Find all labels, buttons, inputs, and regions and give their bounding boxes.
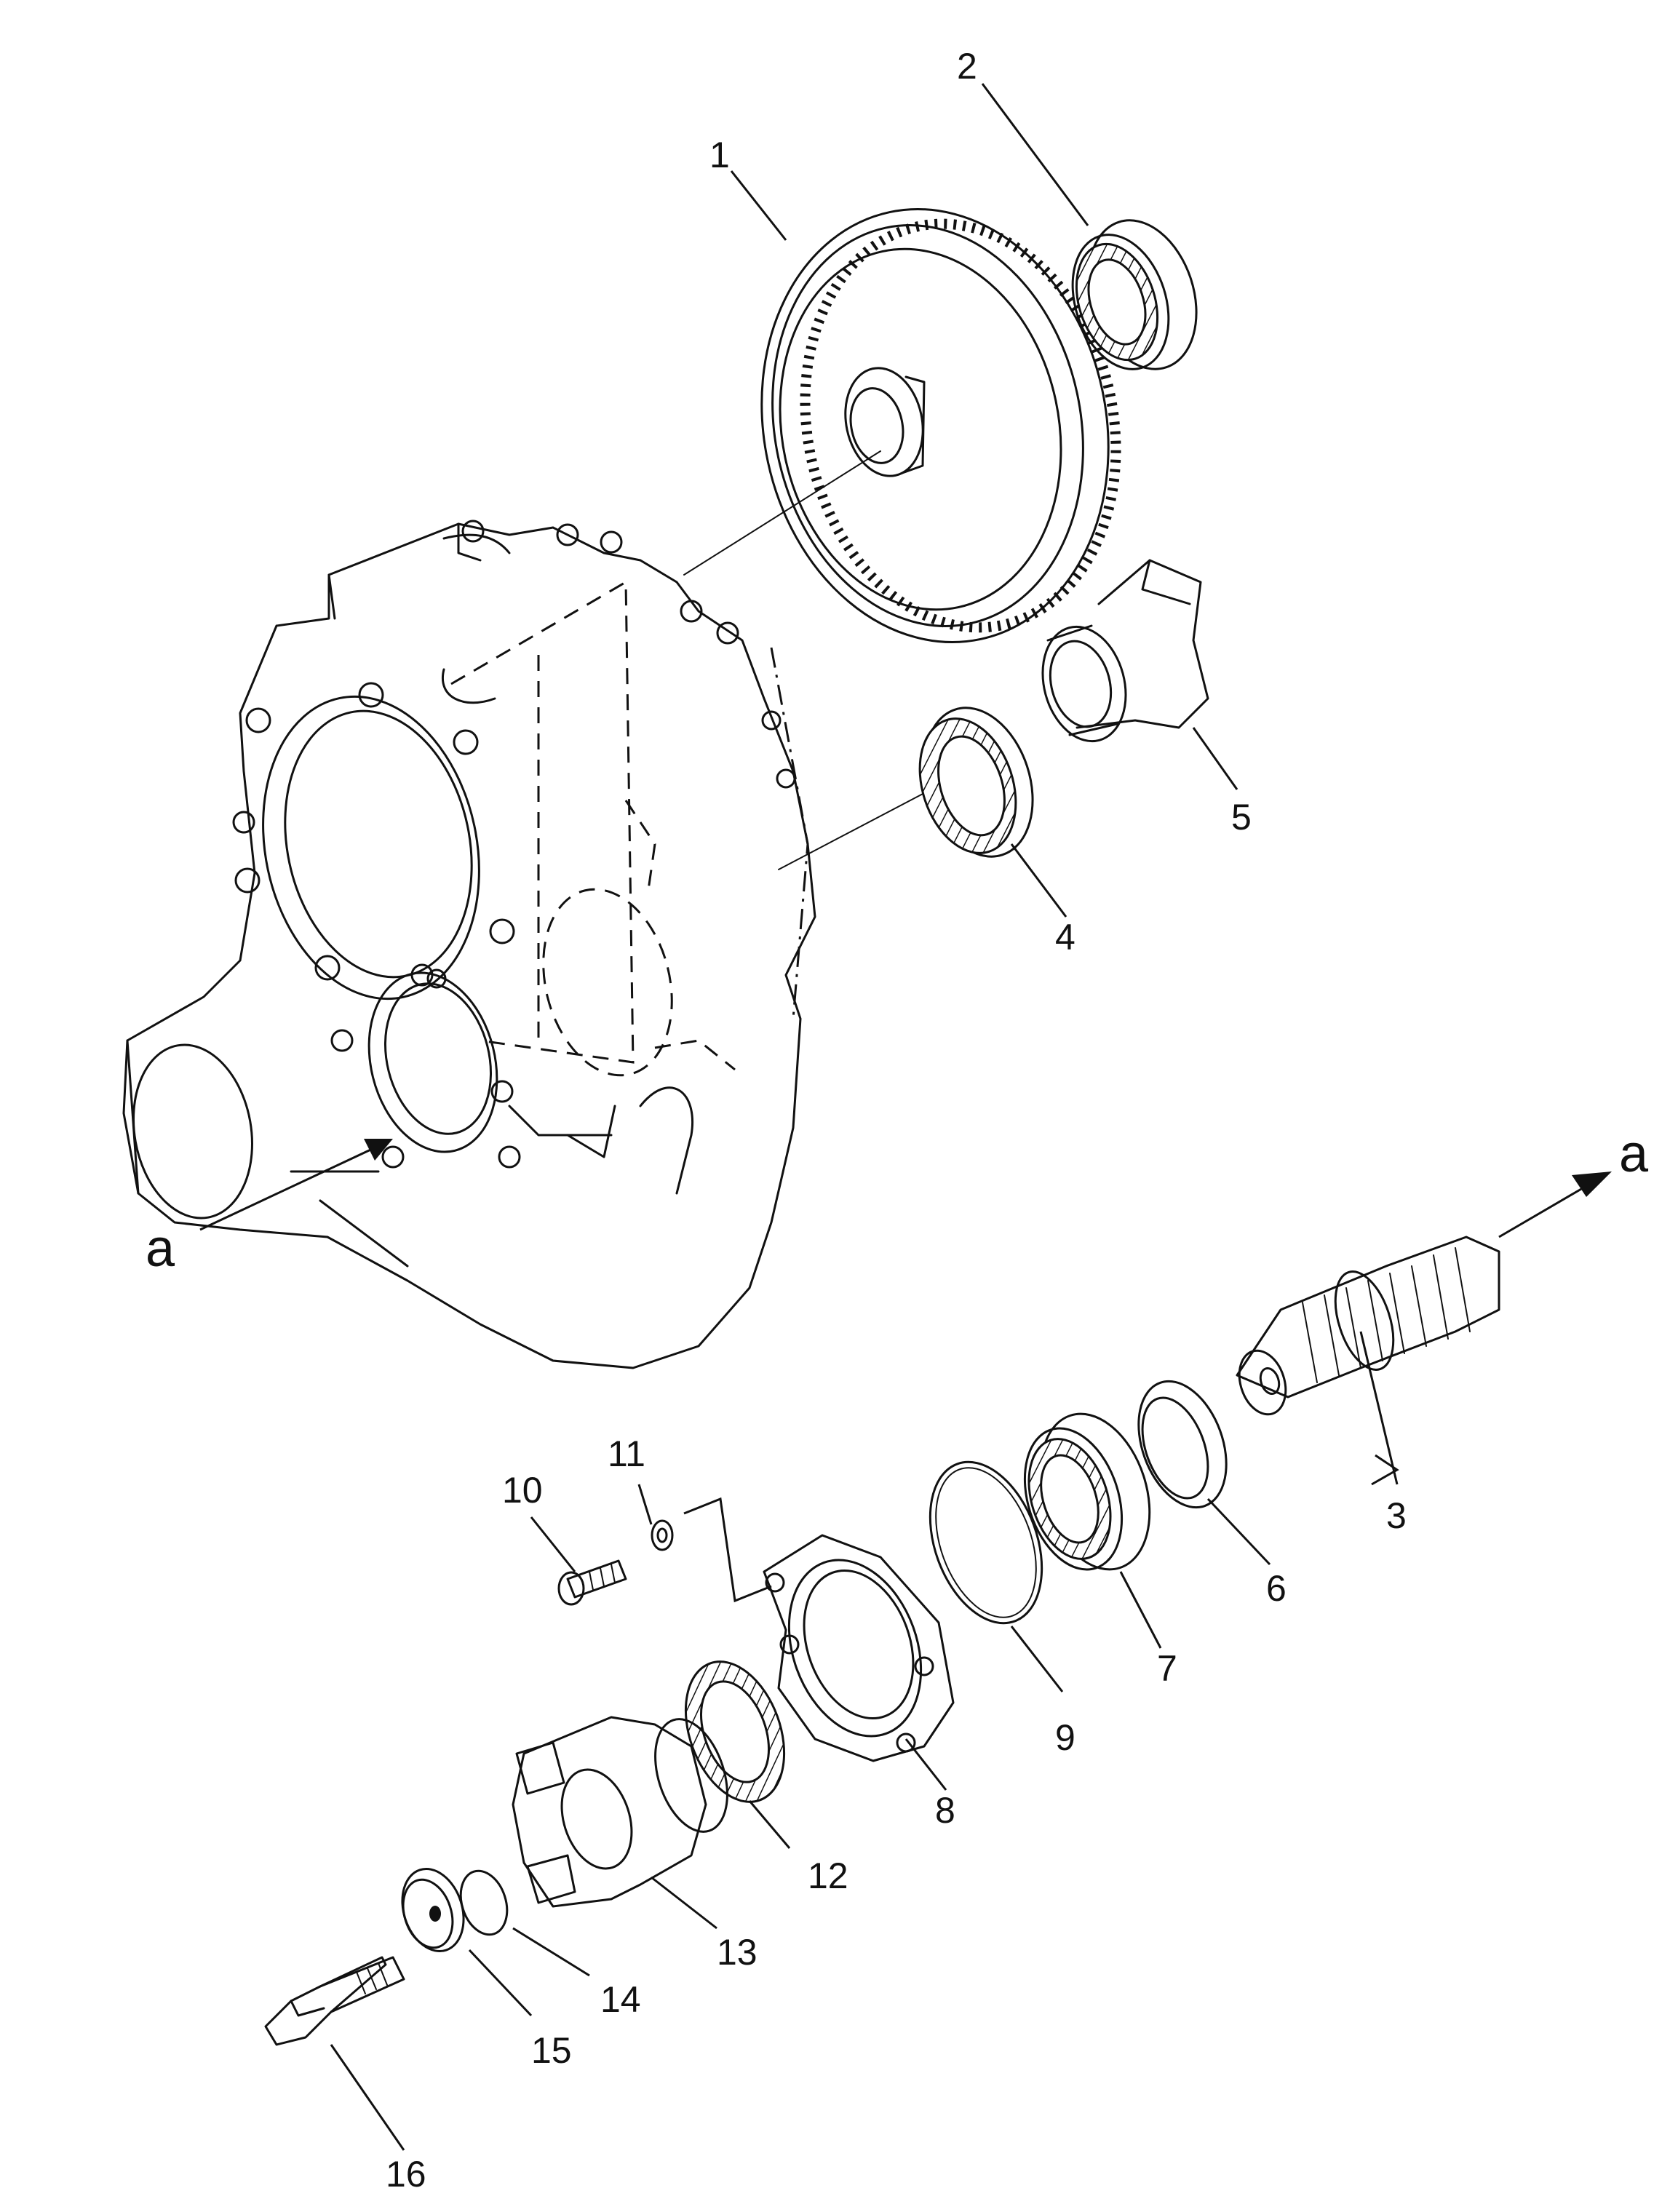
view-arrow-left [199, 1139, 393, 1231]
bearing-cage-8 [763, 1534, 955, 1762]
callout-8: 8 [935, 1790, 955, 1831]
bearing-7 [1023, 1412, 1151, 1571]
callout-6: 6 [1266, 1568, 1287, 1609]
flange-housing-5 [1041, 559, 1209, 743]
callout-numbers: 1 2 3 4 5 6 7 8 9 10 11 12 13 14 15 16 [386, 46, 1407, 2195]
callout-12: 12 [808, 1855, 848, 1896]
callout-4: 4 [1055, 917, 1075, 958]
callout-10: 10 [502, 1470, 543, 1511]
callout-1: 1 [709, 135, 730, 175]
callout-16: 16 [386, 2154, 426, 2195]
assembly-zigzag-line [683, 1497, 772, 1603]
o-ring-9 [929, 1460, 1043, 1625]
callout-11: 11 [608, 1433, 645, 1474]
view-marker-right: a [1619, 1125, 1649, 1183]
view-marker-left: a [146, 1220, 175, 1278]
bearing-4 [918, 707, 1034, 858]
large-gear [760, 208, 1121, 643]
callout-15: 15 [531, 2030, 572, 2071]
splined-shaft [1236, 1236, 1500, 1416]
callout-14: 14 [600, 1979, 641, 2020]
bearing-center-line [778, 792, 925, 870]
callout-7: 7 [1157, 1648, 1177, 1689]
callout-9: 9 [1055, 1717, 1075, 1758]
bolt-10 [557, 1559, 627, 1606]
yoke-13 [512, 1716, 728, 1908]
washer-15 [401, 1867, 465, 1953]
transmission-housing [122, 520, 816, 1369]
bearing-2 [1071, 219, 1198, 370]
callout-13: 13 [717, 1932, 758, 1973]
bolt-16 [264, 1956, 405, 2046]
ring-6 [1137, 1380, 1228, 1509]
callout-2: 2 [957, 46, 977, 87]
bearing-12 [684, 1660, 786, 1803]
callout-5: 5 [1231, 797, 1252, 838]
view-arrow-right [1498, 1171, 1612, 1238]
gear-center-line [683, 450, 881, 576]
washer-11 [651, 1519, 674, 1551]
leader-lines [330, 83, 1399, 2151]
callout-3: 3 [1386, 1495, 1407, 1536]
